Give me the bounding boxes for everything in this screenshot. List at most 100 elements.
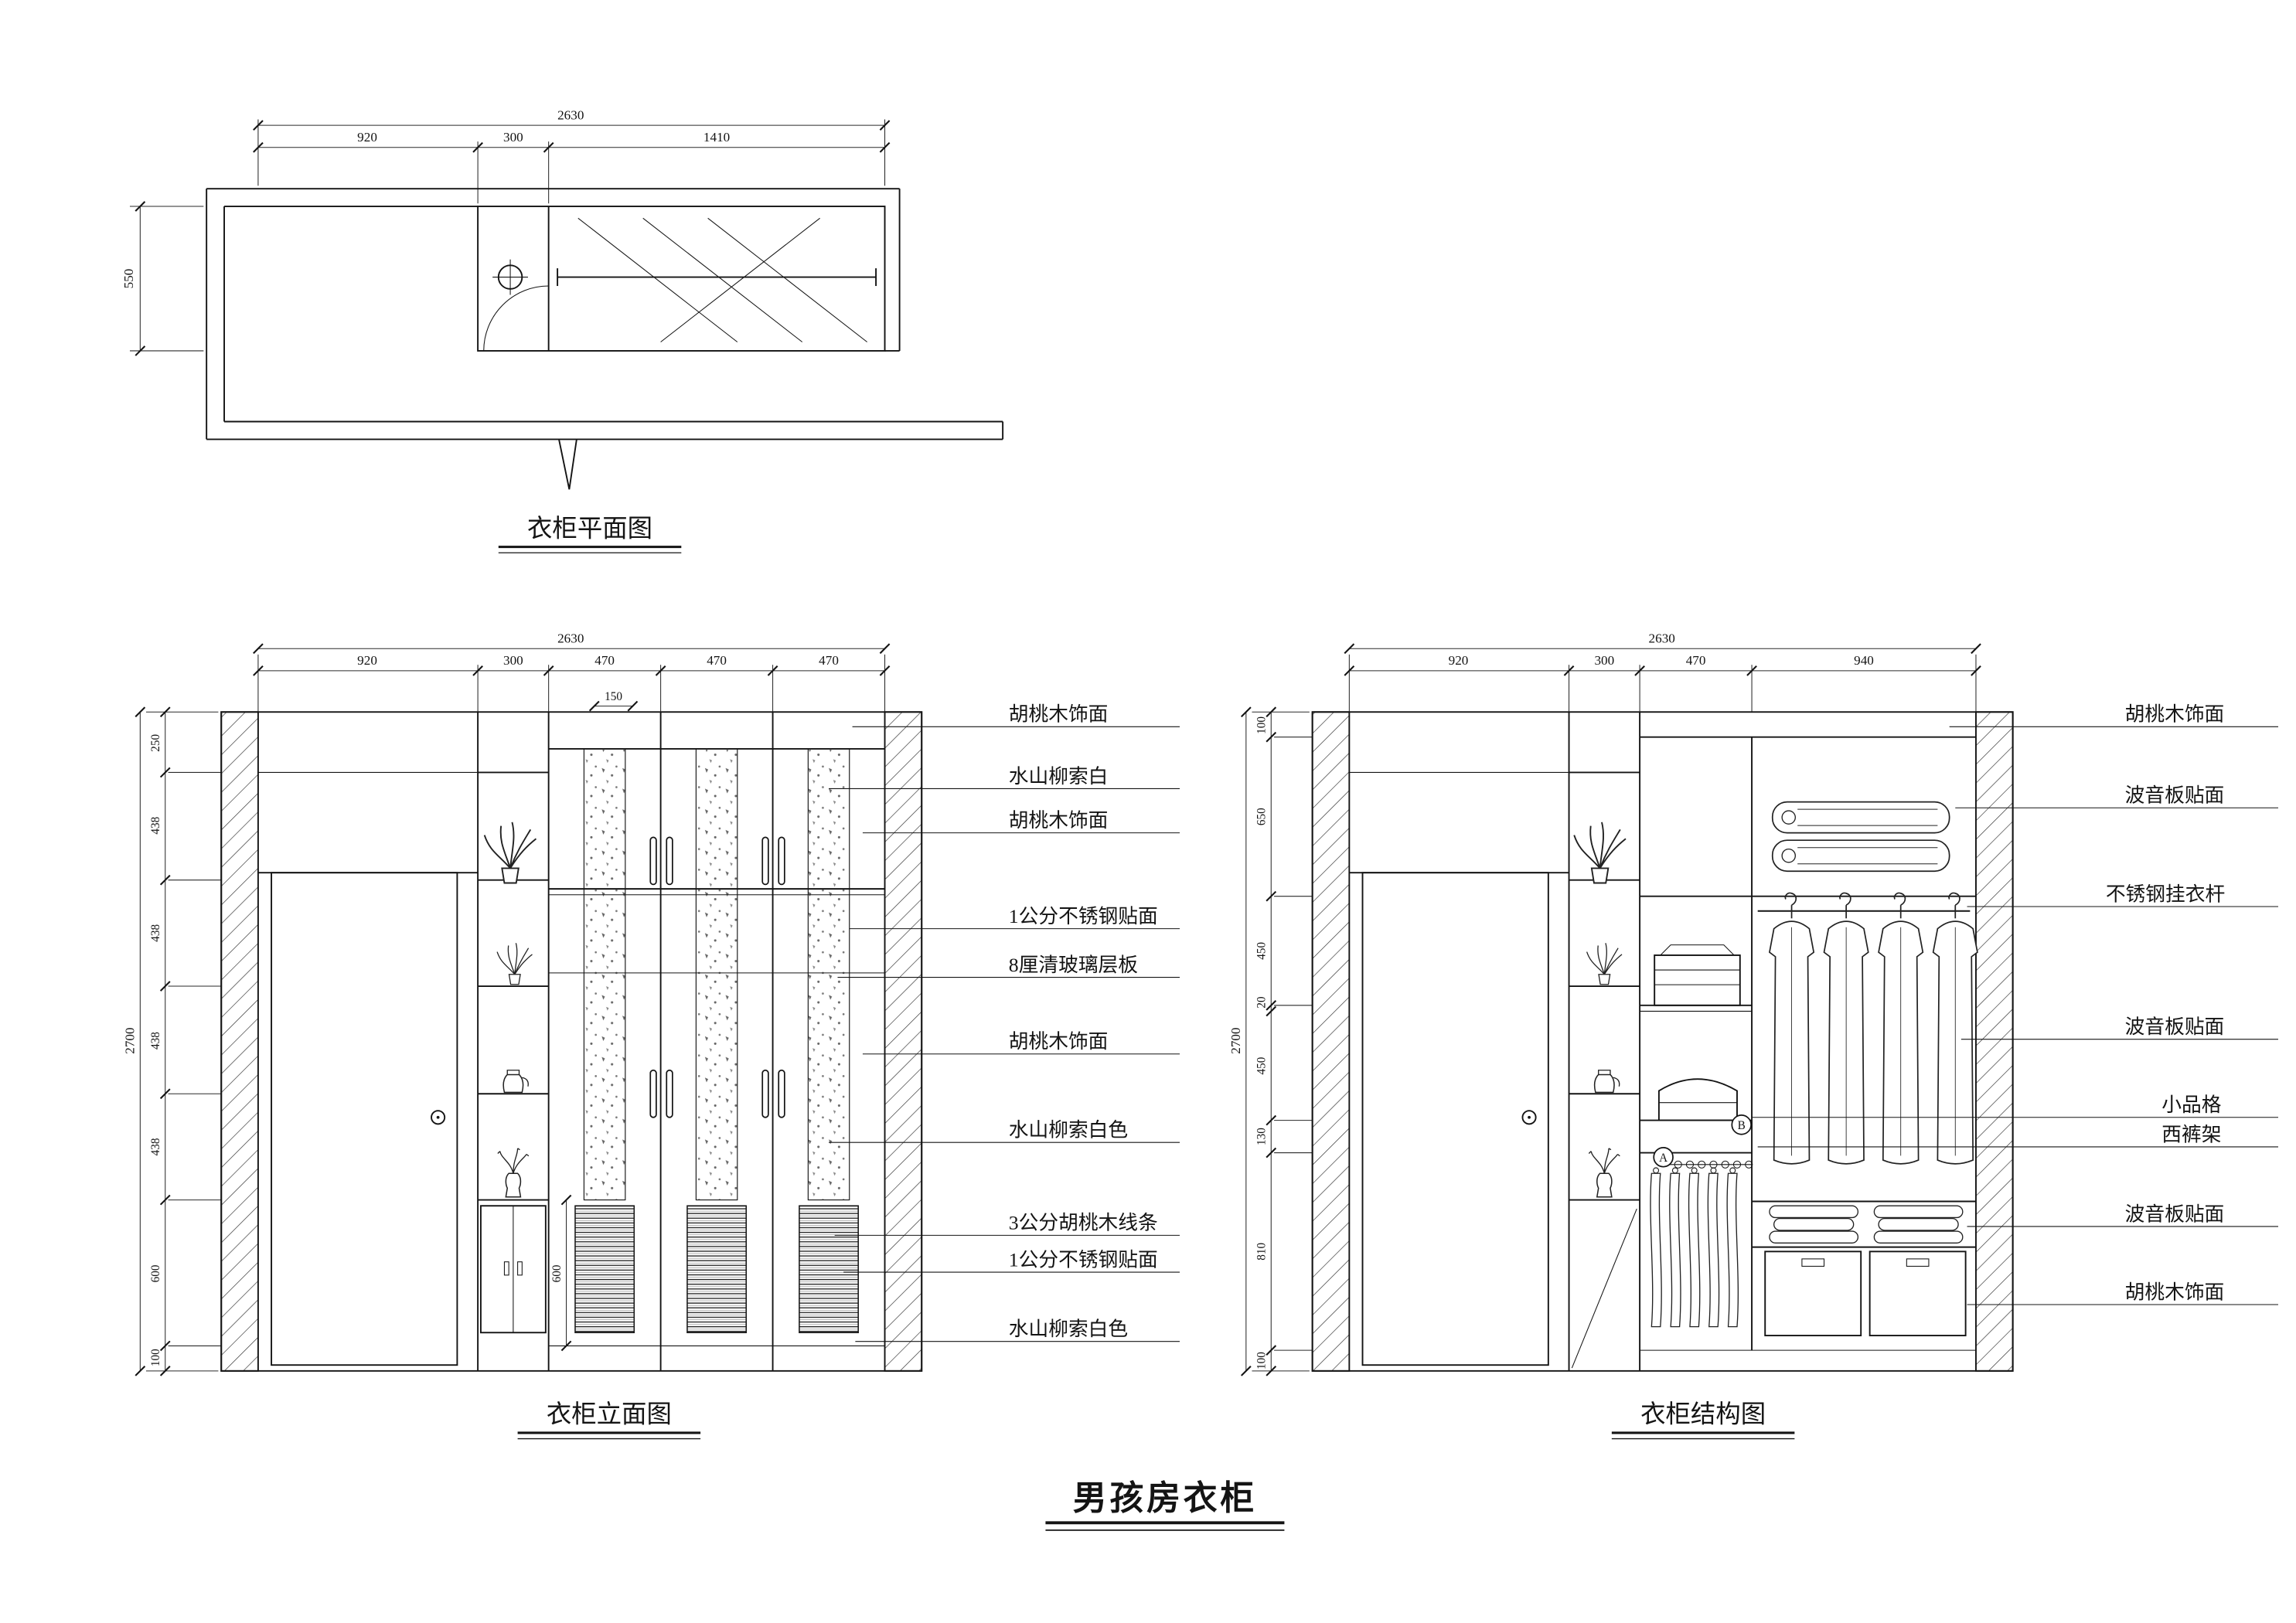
structure-dim-total: 2630 (1649, 631, 1675, 646)
structure-title: 衣柜结构图 (1611, 1400, 1795, 1440)
material-label: 水山柳索白 (1009, 765, 1109, 788)
marker-a-text: A (1659, 1152, 1667, 1165)
elevation-dim-top-inner: 150 (605, 690, 622, 703)
hanging-trousers (1650, 1167, 1662, 1328)
hanging-trousers (1726, 1167, 1739, 1328)
base-cabinet (479, 1205, 547, 1334)
elevation-dim-segment: 470 (819, 653, 839, 668)
plan-dimension-depth: 550 (121, 200, 204, 357)
material-label: 3公分胡桃木线条 (1009, 1212, 1158, 1234)
elevation-dim-segment: 920 (357, 653, 377, 668)
material-label: 1公分不锈钢贴面 (1009, 1248, 1158, 1271)
elevation-display-column (478, 771, 549, 1334)
material-label: 水山柳索白色 (1009, 1119, 1128, 1142)
frosted-strip (583, 748, 626, 1201)
elevation-material-labels: 胡桃木饰面 水山柳索白 胡桃木饰面 1公分不锈钢贴面 8厘清玻璃层板 胡桃木饰面… (829, 703, 1180, 1342)
elevation-frame (220, 711, 923, 1372)
hanging-garment (1878, 892, 1924, 1165)
frosted-strip (807, 748, 850, 1201)
structure-dim-segment: 940 (1854, 653, 1874, 668)
plan-closet (477, 206, 886, 352)
hanging-trousers (1707, 1167, 1720, 1328)
louver-panel (799, 1205, 859, 1334)
structure-dim-segment: 920 (1449, 653, 1469, 668)
material-label: 胡桃木饰面 (2125, 1281, 2225, 1303)
structure-dim-height-total: 2700 (1228, 1027, 1243, 1053)
plan-view: 2630 920 300 1410 550 (121, 107, 1004, 553)
trouser-rack (1660, 1160, 1753, 1169)
elevation-dim-height-total: 2700 (123, 1027, 138, 1053)
plan-dimensions-top: 2630 920 300 1410 (252, 107, 891, 204)
material-label: 不锈钢挂衣杆 (2106, 883, 2225, 905)
elevation-view: 2630 920 300 470 470 470 150 2700 (123, 631, 1180, 1440)
structure-display-column (1569, 771, 1640, 1369)
elevation-dim-total: 2630 (557, 631, 584, 646)
louver-panel (574, 1205, 635, 1334)
door-knob (431, 1110, 446, 1125)
frosted-strip (695, 748, 738, 1201)
material-label: 西裤架 (2161, 1123, 2221, 1145)
marker-a: A (1653, 1147, 1674, 1168)
room-door (271, 872, 458, 1366)
louver-panel (686, 1205, 748, 1334)
structure-frame (1311, 711, 2014, 1372)
elevation-dim-height-segment: 438 (149, 1032, 162, 1050)
material-label: 波音板贴面 (2125, 1203, 2225, 1225)
elevation-dimensions-top: 2630 920 300 470 470 470 150 (252, 631, 891, 713)
structure-dim-height-segment: 810 (1255, 1243, 1269, 1261)
structure-title-text: 衣柜结构图 (1640, 1400, 1766, 1429)
door-knob (1521, 1110, 1537, 1125)
hatched-wall-left (1311, 711, 1351, 1372)
hanging-garment (1769, 892, 1815, 1165)
structure-dim-height-segment: 100 (1255, 1352, 1269, 1370)
structure-dim-height-segment: 100 (1255, 716, 1269, 734)
room-door (1361, 872, 1549, 1366)
folded-blanket (1771, 839, 1950, 873)
elevation-dim-segment: 470 (707, 653, 727, 668)
material-label: 水山柳索白色 (1009, 1318, 1128, 1340)
material-label: 小品格 (2161, 1094, 2221, 1116)
material-label: 胡桃木饰面 (2125, 703, 2225, 726)
hatched-wall-left (220, 711, 259, 1372)
structure-dimensions-top: 2630 920 300 470 940 (1344, 631, 1982, 713)
elevation-dim-bottom-inner: 600 (550, 1264, 564, 1282)
elevation-dim-height-segment: 438 (149, 816, 162, 834)
elevation-title-text: 衣柜立面图 (547, 1400, 672, 1429)
elevation-wardrobe-doors: 600 (548, 712, 885, 1371)
hanging-garment (1823, 892, 1869, 1165)
material-label: 胡桃木饰面 (1009, 703, 1109, 726)
hatched-wall-right (1975, 711, 2014, 1372)
sheet-title-text: 男孩房衣柜 (1073, 1479, 1257, 1517)
hanging-rod-plan (557, 268, 877, 287)
hanging-trousers (1669, 1167, 1681, 1328)
plan-title: 衣柜平面图 (498, 514, 682, 553)
elevation-door-zone (257, 771, 479, 1366)
structure-dim-height-segment: 130 (1255, 1128, 1269, 1145)
folded-blanket (1771, 801, 1950, 834)
structure-dim-height-segment: 450 (1255, 1056, 1269, 1074)
elevation-dim-height-segment: 100 (149, 1349, 162, 1366)
plan-diagonals (577, 217, 867, 342)
elevation-dim-height-segment: 250 (149, 733, 162, 751)
elevation-dim-height-segment: 438 (149, 1138, 162, 1155)
folded-clothes-stack (1769, 1205, 1859, 1244)
structure-dim-height-segment: 450 (1255, 941, 1269, 959)
drawer (1764, 1250, 1862, 1337)
elevation-title: 衣柜立面图 (517, 1400, 701, 1440)
elevation-dim-height-segment: 438 (149, 924, 162, 942)
elevation-dim-height-segment: 600 (149, 1264, 162, 1282)
hanging-garment (1932, 892, 1978, 1165)
material-label: 胡桃木饰面 (1009, 809, 1109, 832)
storage-case (1657, 1078, 1738, 1121)
material-label: 波音板贴面 (2125, 1016, 2225, 1038)
plan-dim-segment: 920 (357, 130, 377, 145)
plan-walls (206, 188, 1004, 490)
plan-dim-total: 2630 (557, 107, 584, 122)
corner-swing-arc (483, 285, 549, 351)
material-label: 波音板贴面 (2125, 784, 2225, 807)
sheet-title: 男孩房衣柜 (1045, 1479, 1285, 1531)
drawer (1868, 1250, 1967, 1337)
